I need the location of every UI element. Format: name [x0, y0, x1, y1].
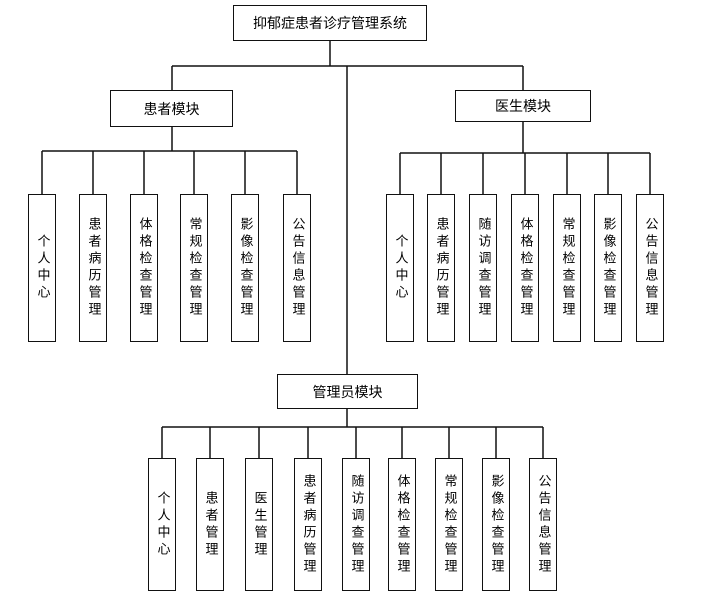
patient-item: 影像检查管理 — [231, 194, 259, 342]
admin-item: 个人中心 — [148, 458, 176, 591]
patient-item: 体格检查管理 — [130, 194, 158, 342]
patient-item: 患者病历管理 — [79, 194, 107, 342]
doctor-item: 体格检查管理 — [511, 194, 539, 342]
patient-item: 公告信息管理 — [283, 194, 311, 342]
doctor-item: 患者病历管理 — [427, 194, 455, 342]
patient-item: 常规检查管理 — [180, 194, 208, 342]
admin-item: 随访调查管理 — [342, 458, 370, 591]
admin-item: 体格检查管理 — [388, 458, 416, 591]
admin-item: 影像检查管理 — [482, 458, 510, 591]
admin-item: 医生管理 — [245, 458, 273, 591]
doctor-module-node: 医生模块 — [455, 90, 591, 122]
patient-item: 个人中心 — [28, 194, 56, 342]
doctor-item: 影像检查管理 — [594, 194, 622, 342]
patient-module-node: 患者模块 — [110, 90, 233, 127]
admin-item: 患者病历管理 — [294, 458, 322, 591]
doctor-item: 常规检查管理 — [553, 194, 581, 342]
admin-item: 常规检查管理 — [435, 458, 463, 591]
doctor-item: 公告信息管理 — [636, 194, 664, 342]
admin-item: 公告信息管理 — [529, 458, 557, 591]
admin-module-node: 管理员模块 — [277, 374, 418, 409]
admin-item: 患者管理 — [196, 458, 224, 591]
doctor-item: 个人中心 — [386, 194, 414, 342]
doctor-item: 随访调查管理 — [469, 194, 497, 342]
root-node: 抑郁症患者诊疗管理系统 — [233, 5, 427, 41]
